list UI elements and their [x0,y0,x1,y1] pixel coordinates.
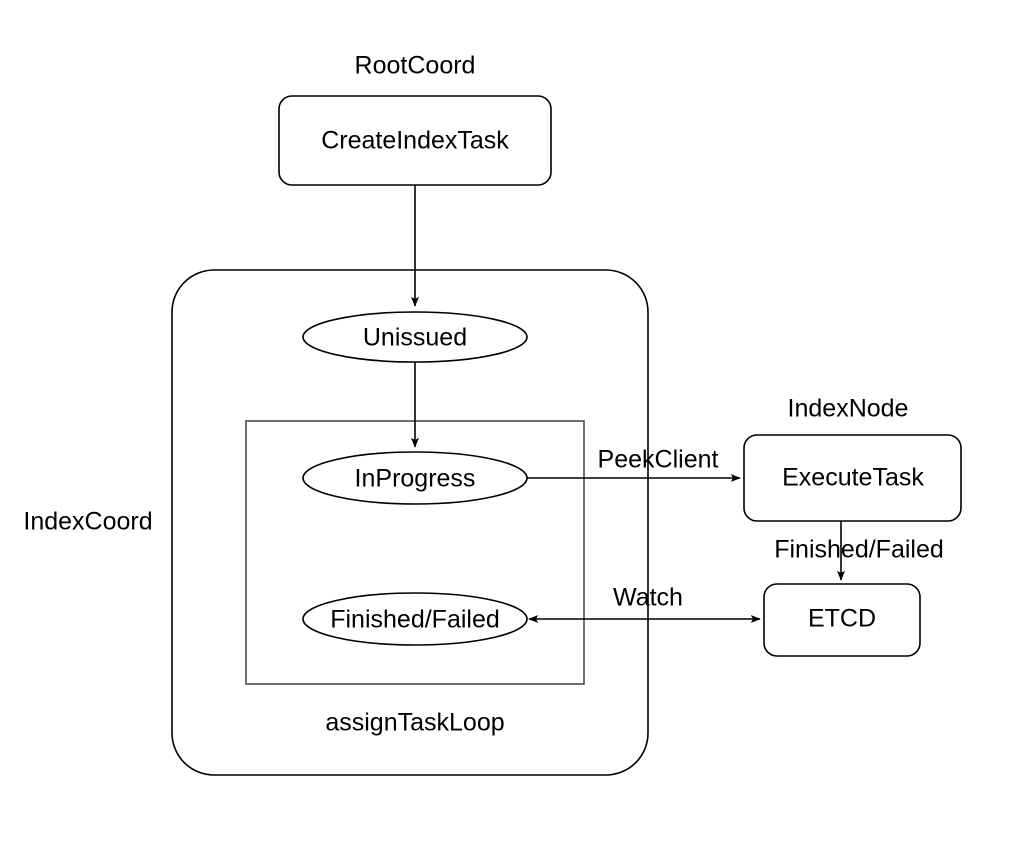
node-unissued-shape [302,311,528,363]
node-executetask-label: ExecuteTask [782,464,924,492]
node-createindextask-shape [278,95,552,186]
group-label-rootcoord: RootCoord [355,52,476,80]
node-unissued-label: Unissued [363,324,467,352]
group-indexcoord [171,269,649,776]
group-label-indexcoord: IndexCoord [23,508,152,536]
edge-label-watch: Watch [613,584,683,612]
node-inprogress[interactable]: InProgress [302,451,528,505]
node-inprogress-label: InProgress [355,465,476,493]
edge-label-peekclient: PeekClient [598,446,719,474]
node-createindextask-label: CreateIndexTask [321,127,509,155]
node-inprogress-shape [302,451,528,505]
node-etcd-label: ETCD [808,605,876,633]
group-label-assigntaskloop: assignTaskLoop [325,709,504,737]
node-etcd-shape [763,583,921,657]
node-executetask[interactable]: ExecuteTask [743,434,962,522]
edge-label-finished-failed: Finished/Failed [774,536,944,564]
node-finishedfailed-shape [302,592,528,646]
node-finishedfailed[interactable]: Finished/Failed [302,592,528,646]
node-createindextask[interactable]: CreateIndexTask [278,95,552,186]
node-etcd[interactable]: ETCD [763,583,921,657]
node-unissued[interactable]: Unissued [302,311,528,363]
group-label-indexnode: IndexNode [788,395,909,423]
node-finishedfailed-label: Finished/Failed [330,606,500,634]
node-executetask-shape [743,434,962,522]
